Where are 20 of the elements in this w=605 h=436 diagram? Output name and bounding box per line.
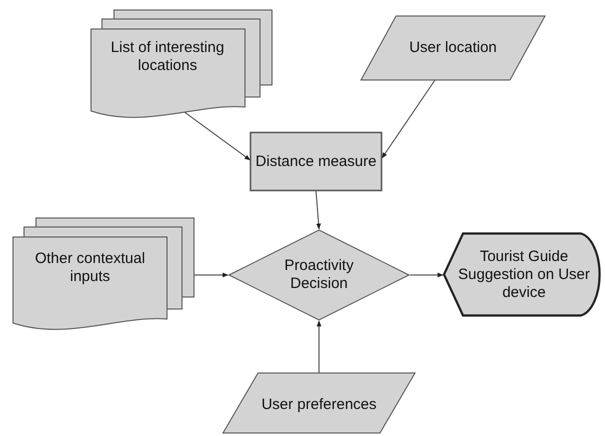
arrow — [410, 272, 444, 278]
display-shape — [443, 232, 603, 317]
node-label: List of interesting locations — [110, 38, 226, 76]
arrow — [316, 190, 321, 230]
node-label: User preferences — [260, 395, 378, 415]
node-label: Proactivity Decision — [283, 256, 355, 294]
arrow — [194, 272, 229, 278]
data-parallelogram — [222, 372, 416, 434]
data-parallelogram — [360, 15, 546, 81]
node-label: Distance measure — [254, 152, 378, 172]
decision-diamond — [228, 229, 410, 321]
node-label: Tourist Guide Suggestion on User device — [457, 246, 591, 302]
arrow — [382, 80, 436, 158]
arrow — [316, 320, 322, 374]
document-stack-shape — [90, 10, 272, 120]
node-label: Other contextual inputs — [34, 249, 146, 287]
arrow — [182, 110, 250, 160]
node-label: User location — [408, 38, 498, 58]
document-stack-shape — [12, 218, 194, 332]
process-box — [250, 132, 382, 191]
